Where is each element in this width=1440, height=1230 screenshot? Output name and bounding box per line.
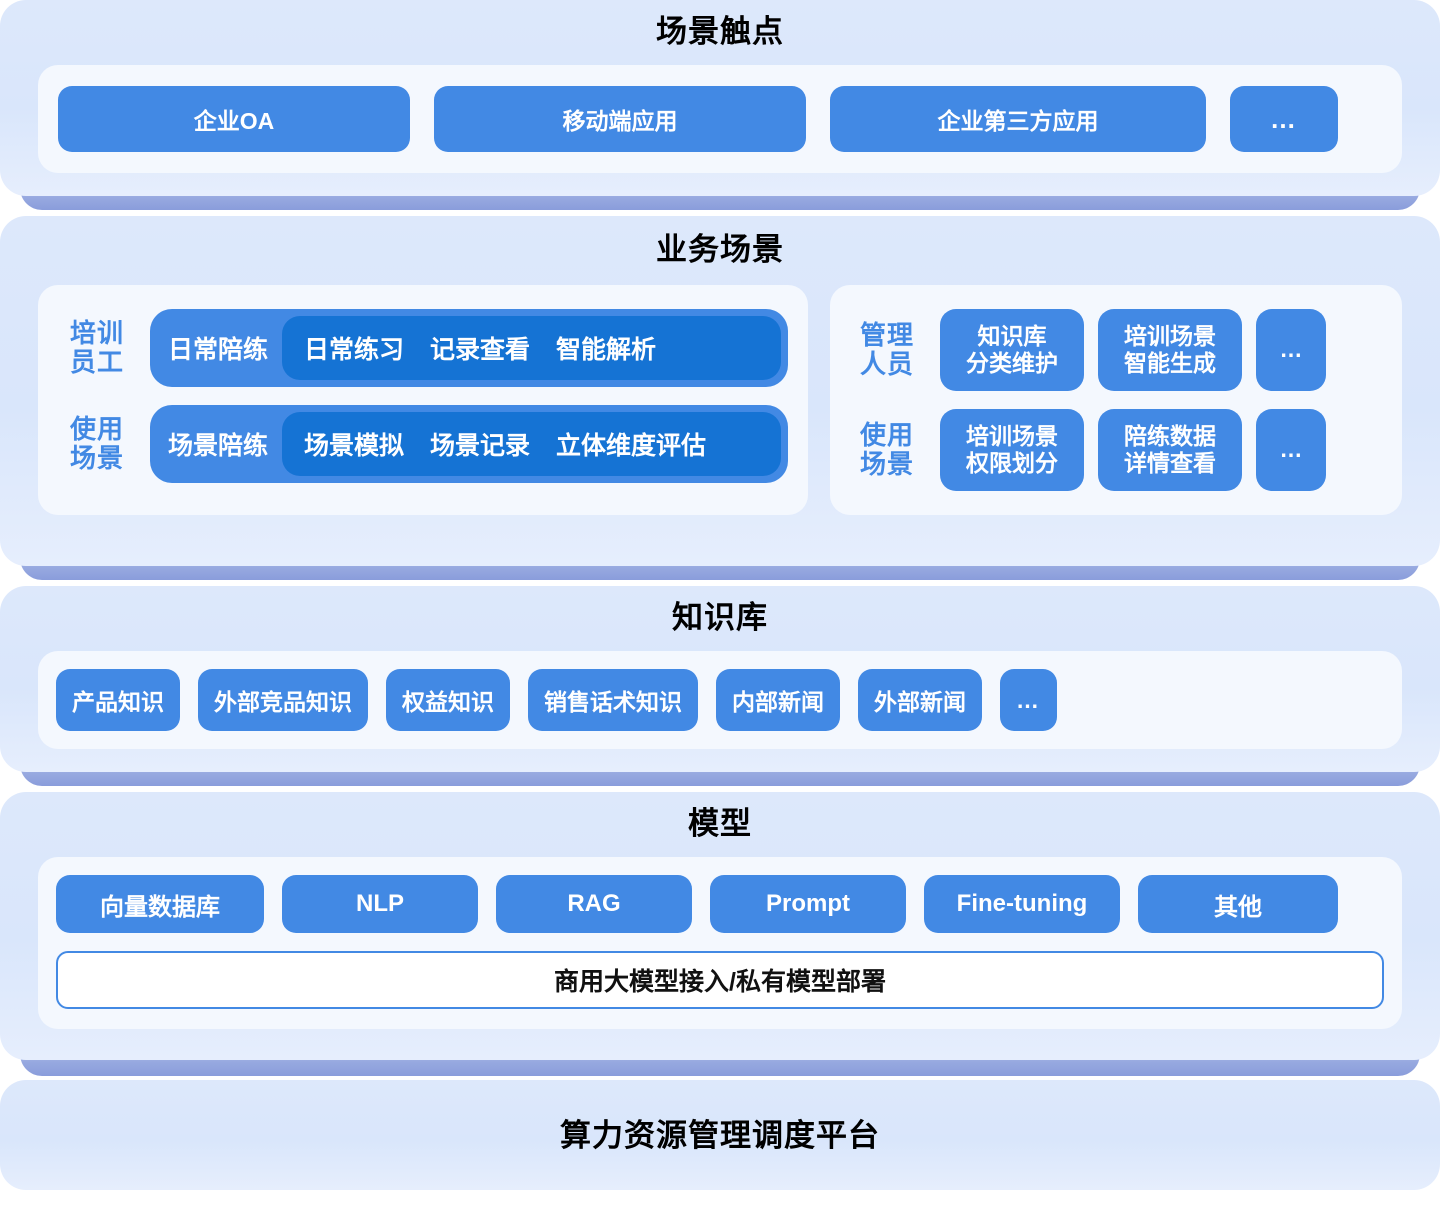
model-pill-row: 向量数据库 NLP RAG Prompt Fine-tuning 其他 [56, 875, 1384, 933]
business-box-more-icon[interactable]: … [1256, 309, 1326, 391]
business-row-admin: 管理 人员 知识库 分类维护 培训场景 智能生成 … [848, 309, 1384, 391]
knowledge-item-external-news[interactable]: 外部新闻 [858, 669, 982, 731]
business-box-training-data-detail[interactable]: 陪练数据 详情查看 [1098, 409, 1242, 491]
layer-title-model: 模型 [688, 806, 752, 841]
role-line-2: 场景 [859, 449, 914, 479]
knowledge-item-product[interactable]: 产品知识 [56, 669, 180, 731]
box-line-1: 知识库 [977, 322, 1047, 349]
touchpoints-card: 企业OA 移动端应用 企业第三方应用 … [38, 65, 1402, 173]
business-columns: 培训 员工 日常陪练 日常练习 记录查看 智能解析 [38, 285, 1402, 515]
business-bar-daily-training[interactable]: 日常陪练 日常练习 记录查看 智能解析 [150, 309, 788, 387]
box-line-2: 分类维护 [966, 350, 1058, 376]
model-item-vector-db[interactable]: 向量数据库 [56, 875, 264, 933]
model-item-nlp[interactable]: NLP [282, 875, 478, 933]
business-box-more-icon[interactable]: … [1256, 409, 1326, 491]
layer-body-model: 模型 向量数据库 NLP RAG Prompt Fine-tuning 其他 商… [0, 792, 1440, 1060]
role-line-2: 人员 [859, 349, 914, 379]
business-bar-scenario-training[interactable]: 场景陪练 场景模拟 场景记录 立体维度评估 [150, 405, 788, 483]
bar-sub-item[interactable]: 记录查看 [430, 336, 531, 364]
box-line-1: 培训场景 [1124, 322, 1216, 349]
box-line-2: 详情查看 [1124, 450, 1216, 476]
layer-body-touchpoints: 场景触点 企业OA 移动端应用 企业第三方应用 … [0, 0, 1440, 196]
layer-title-knowledge: 知识库 [672, 600, 768, 635]
knowledge-item-competitor[interactable]: 外部竞品知识 [198, 669, 368, 731]
role-line-1: 使用 [69, 413, 124, 444]
layer-model: 模型 向量数据库 NLP RAG Prompt Fine-tuning 其他 商… [0, 792, 1440, 1076]
business-row-trainee: 培训 员工 日常陪练 日常练习 记录查看 智能解析 [58, 309, 788, 387]
business-role-admin: 管理 人员 [848, 319, 926, 379]
business-right-card: 管理 人员 知识库 分类维护 培训场景 智能生成 … [830, 285, 1402, 515]
business-role-admin-usage: 使用 场景 [848, 419, 926, 479]
role-line-1: 培训 [69, 317, 124, 348]
bar-inner-items: 场景模拟 场景记录 立体维度评估 [282, 412, 781, 476]
bar-sub-item[interactable]: 立体维度评估 [556, 432, 707, 460]
role-line-2: 员工 [69, 347, 124, 377]
bar-sub-item[interactable]: 智能解析 [556, 336, 657, 364]
bar-sub-item[interactable]: 日常练习 [304, 336, 405, 364]
box-line-1: … [1279, 336, 1303, 363]
box-line-1: 陪练数据 [1124, 422, 1216, 449]
business-box-scenario-generation[interactable]: 培训场景 智能生成 [1098, 309, 1242, 391]
knowledge-item-benefits[interactable]: 权益知识 [386, 669, 510, 731]
knowledge-item-internal-news[interactable]: 内部新闻 [716, 669, 840, 731]
business-role-trainee: 培训 员工 [58, 317, 136, 377]
touchpoint-item-enterprise-oa[interactable]: 企业OA [58, 86, 410, 152]
knowledge-card: 产品知识 外部竞品知识 权益知识 销售话术知识 内部新闻 外部新闻 … [38, 651, 1402, 749]
layer-body-business: 业务场景 培训 员工 日常陪练 日常练习 记录查看 [0, 216, 1440, 566]
box-line-1: … [1279, 436, 1303, 463]
bar-sub-item[interactable]: 场景模拟 [304, 432, 405, 460]
layer-title-platform: 算力资源管理调度平台 [560, 1117, 880, 1153]
role-line-2: 场景 [69, 443, 124, 473]
model-item-rag[interactable]: RAG [496, 875, 692, 933]
touchpoint-item-more-icon[interactable]: … [1230, 86, 1338, 152]
layer-touchpoints: 场景触点 企业OA 移动端应用 企业第三方应用 … [0, 0, 1440, 210]
model-deployment-box[interactable]: 商用大模型接入/私有模型部署 [56, 951, 1384, 1009]
model-item-other[interactable]: 其他 [1138, 875, 1338, 933]
layer-title-touchpoints: 场景触点 [656, 14, 784, 49]
role-line-1: 管理 [859, 319, 914, 350]
touchpoint-item-third-party-app[interactable]: 企业第三方应用 [830, 86, 1206, 152]
layer-body-platform: 算力资源管理调度平台 [0, 1080, 1440, 1190]
model-item-fine-tuning[interactable]: Fine-tuning [924, 875, 1120, 933]
box-line-1: 培训场景 [966, 422, 1058, 449]
role-line-1: 使用 [859, 419, 914, 450]
layer-business-scenarios: 业务场景 培训 员工 日常陪练 日常练习 记录查看 [0, 216, 1440, 580]
box-line-2: 智能生成 [1124, 350, 1216, 376]
layer-compute-platform: 算力资源管理调度平台 [0, 1080, 1440, 1190]
business-box-kb-category[interactable]: 知识库 分类维护 [940, 309, 1084, 391]
bar-head-label: 日常陪练 [168, 336, 269, 364]
knowledge-item-sales-script[interactable]: 销售话术知识 [528, 669, 698, 731]
business-left-card: 培训 员工 日常陪练 日常练习 记录查看 智能解析 [38, 285, 808, 515]
business-row-admin-usage: 使用 场景 培训场景 权限划分 陪练数据 详情查看 … [848, 409, 1384, 491]
touchpoint-item-mobile-app[interactable]: 移动端应用 [434, 86, 806, 152]
box-line-2: 权限划分 [966, 450, 1058, 476]
knowledge-item-more-icon[interactable]: … [1000, 669, 1057, 731]
layer-title-business: 业务场景 [656, 232, 784, 267]
business-role-usage-scenario: 使用 场景 [58, 413, 136, 473]
bar-inner-items: 日常练习 记录查看 智能解析 [282, 316, 781, 380]
layer-knowledge-base: 知识库 产品知识 外部竞品知识 权益知识 销售话术知识 内部新闻 外部新闻 … [0, 586, 1440, 786]
business-box-scenario-permission[interactable]: 培训场景 权限划分 [940, 409, 1084, 491]
bar-head-label: 场景陪练 [168, 432, 269, 460]
bar-sub-item[interactable]: 场景记录 [430, 432, 531, 460]
model-card: 向量数据库 NLP RAG Prompt Fine-tuning 其他 商用大模… [38, 857, 1402, 1029]
business-row-usage-scenario: 使用 场景 场景陪练 场景模拟 场景记录 立体维度评估 [58, 405, 788, 483]
model-item-prompt[interactable]: Prompt [710, 875, 906, 933]
layer-body-knowledge: 知识库 产品知识 外部竞品知识 权益知识 销售话术知识 内部新闻 外部新闻 … [0, 586, 1440, 772]
